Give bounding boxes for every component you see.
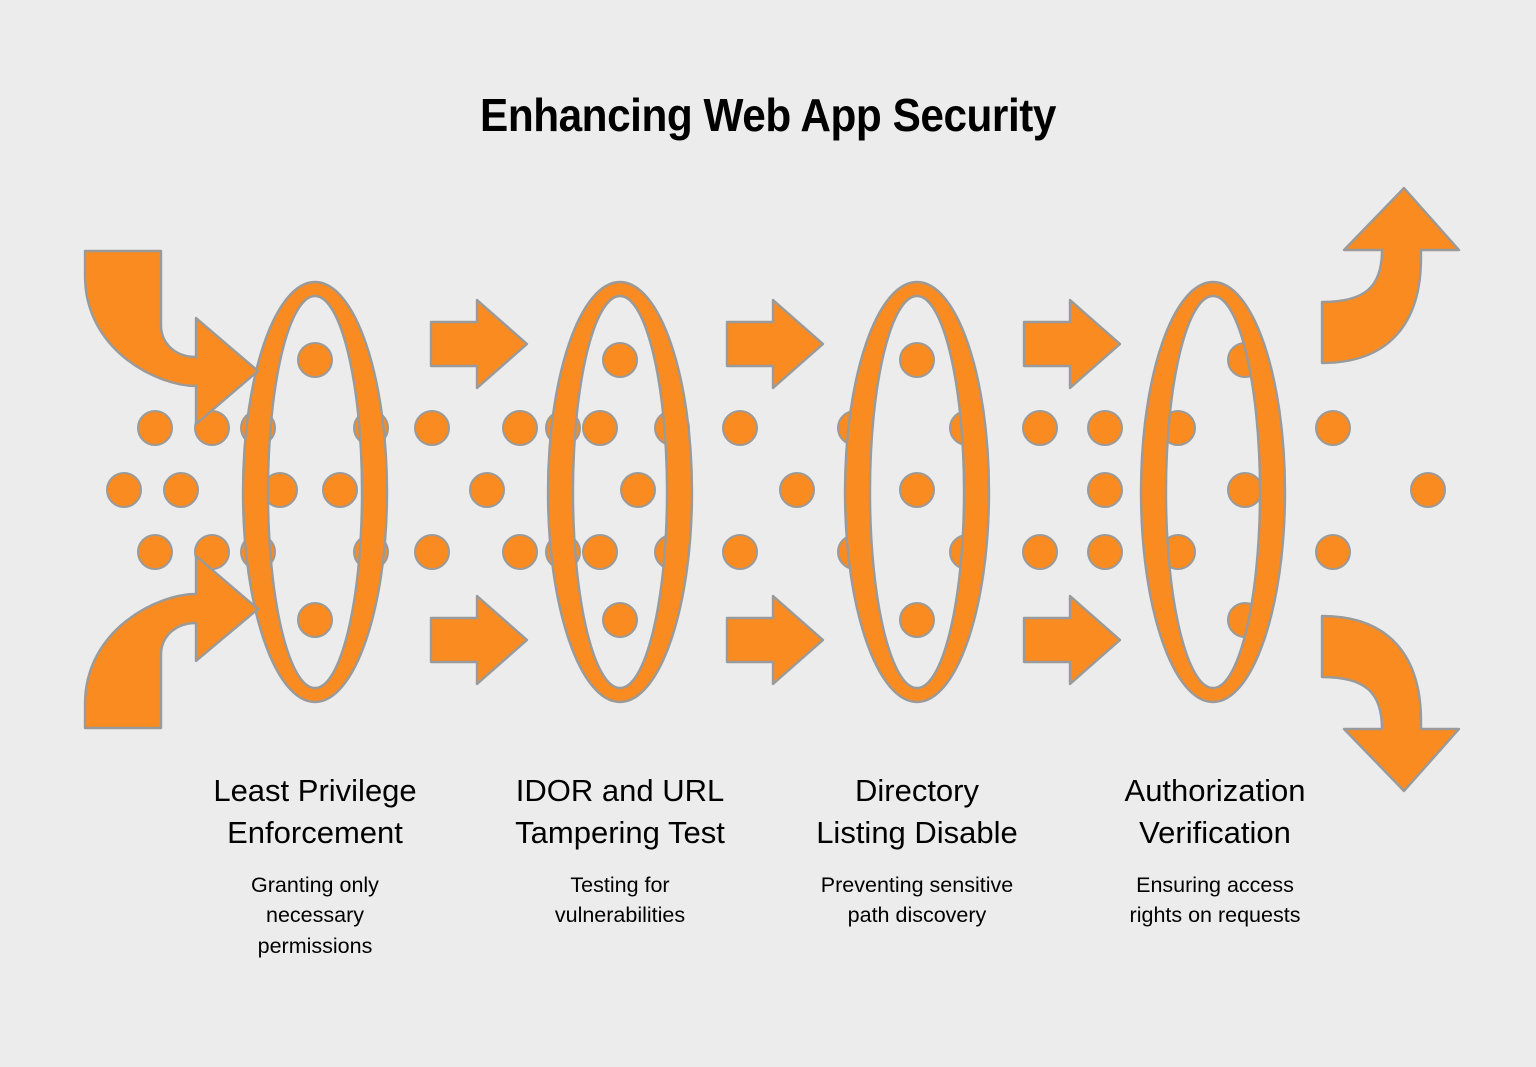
- stage-label-1: Least Privilege Enforcement Granting onl…: [165, 770, 465, 961]
- filter-lens-4[interactable]: [1139, 280, 1287, 704]
- stage-title-4: Authorization Verification: [1124, 773, 1306, 850]
- particle-group-outflow: [1315, 410, 1446, 570]
- outbound-arrow-top-icon: [1320, 186, 1461, 365]
- stage-title-2: IDOR and URL Tampering Test: [515, 773, 725, 850]
- stage-description-4: Ensuring access rights on requests: [1129, 872, 1301, 928]
- stage-description-3: Preventing sensitive path discovery: [820, 872, 1014, 928]
- inbound-arrow-bottom-icon: [83, 554, 260, 730]
- stage-arrow-1-top-icon: [429, 298, 529, 390]
- particle-field: [106, 342, 1446, 638]
- stage-label-3: Directory Listing Disable Preventing sen…: [767, 770, 1067, 931]
- stage-description-1: Granting only necessary permissions: [251, 872, 379, 958]
- stage-label-2: IDOR and URL Tampering Test Testing for …: [470, 770, 770, 931]
- stage-arrow-2-bottom-icon: [725, 594, 825, 686]
- particle-group-gap1: [414, 410, 538, 570]
- stage-description-2: Testing for vulnerabilities: [554, 872, 686, 928]
- stage-title-3: Directory Listing Disable: [816, 773, 1018, 850]
- stage-arrow-2-top-icon: [725, 298, 825, 390]
- page-title: Enhancing Web App Security: [480, 89, 1056, 141]
- particle-group-inflow: [106, 410, 230, 570]
- inbound-arrow-top-icon: [83, 249, 260, 426]
- stage-arrow-3-bottom-icon: [1022, 594, 1122, 686]
- outbound-arrow-bottom-icon: [1320, 614, 1461, 793]
- particle-group-gap3: [1087, 410, 1123, 570]
- stage-arrow-3-top-icon: [1022, 298, 1122, 390]
- stage-label-4: Authorization Verification Ensuring acce…: [1065, 770, 1365, 931]
- stage-title-1: Least Privilege Enforcement: [213, 773, 417, 850]
- particle-group-lens4: [1160, 342, 1263, 638]
- stage-arrow-1-bottom-icon: [429, 594, 529, 686]
